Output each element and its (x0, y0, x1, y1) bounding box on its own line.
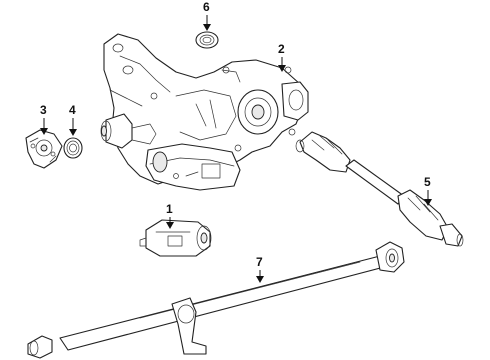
callout-4-label: 4 (69, 103, 76, 117)
differential-housing-part (100, 33, 309, 191)
callout-7-label: 7 (256, 255, 263, 269)
actuator-motor-part (139, 219, 212, 257)
half-shaft-part (295, 131, 464, 247)
callout-4: 4 (69, 103, 77, 136)
callout-6: 6 (203, 0, 211, 31)
callout-2: 2 (278, 42, 286, 72)
callout-1-label: 1 (166, 202, 173, 216)
callout-3: 3 (40, 103, 48, 135)
callout-2-label: 2 (278, 42, 285, 56)
callout-5-label: 5 (424, 175, 431, 189)
callout-7: 7 (256, 255, 264, 283)
callout-6-label: 6 (203, 0, 210, 14)
callout-5: 5 (424, 175, 432, 206)
callout-1: 1 (166, 202, 174, 229)
callout-3-label: 3 (40, 103, 47, 117)
drive-shaft-part (27, 241, 405, 359)
seal-ring-part (195, 31, 219, 49)
o-ring-part (63, 137, 83, 159)
sensor-bracket-part (25, 129, 63, 169)
